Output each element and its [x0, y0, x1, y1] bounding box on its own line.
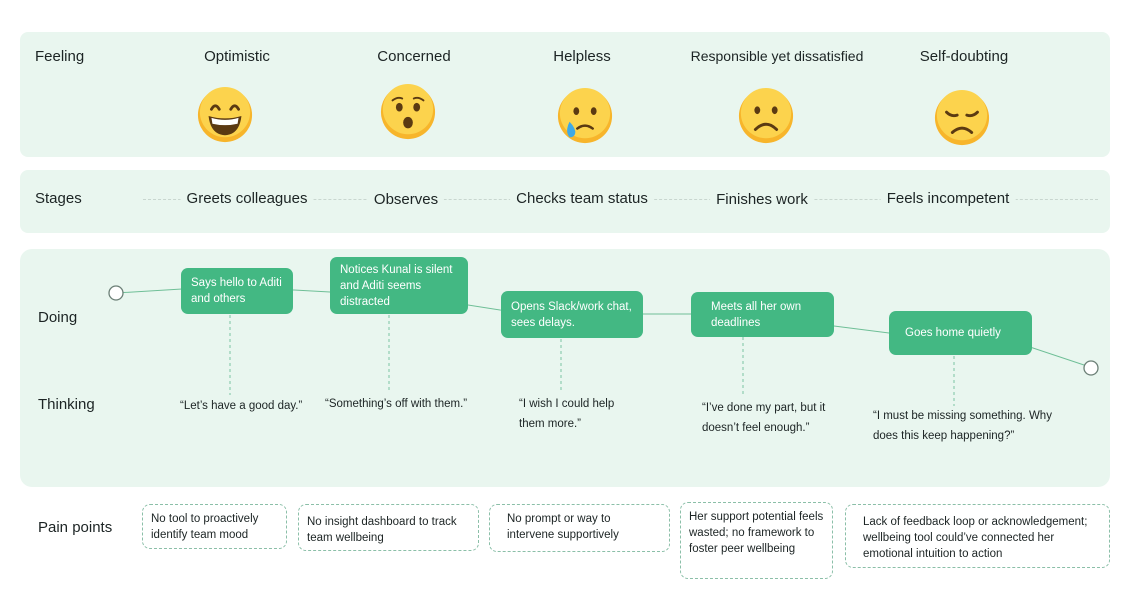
- pain-points-row-label: Pain points: [38, 519, 113, 536]
- pain-point-card-2: No insight dashboard to track team wellb…: [298, 504, 479, 551]
- doing-card-2: Notices Kunal is silent and Aditi seems …: [330, 257, 468, 314]
- stage-label-5: Feels incompetent: [880, 190, 1016, 207]
- pain-point-text-3: No prompt or way to intervene supportive…: [507, 513, 619, 541]
- feeling-label-4: Responsible yet dissatisfied: [690, 48, 864, 64]
- stages-row-label: Stages: [35, 190, 82, 207]
- stage-label-4: Finishes work: [710, 191, 814, 208]
- feeling-band: [20, 32, 1110, 157]
- feeling-row-label: Feeling: [35, 48, 85, 65]
- doing-text-5: Goes home quietly: [905, 327, 1001, 339]
- pain-point-card-5: Lack of feedback loop or acknowledgement…: [845, 504, 1110, 568]
- feeling-label-3: Helpless: [553, 48, 611, 65]
- thinking-quote-2: “Something’s off with them.”: [325, 398, 468, 410]
- doing-card-3: Opens Slack/work chat, sees delays.: [501, 291, 643, 338]
- crying-face-icon: [557, 87, 613, 144]
- pain-point-card-3: No prompt or way to intervene supportive…: [489, 504, 670, 552]
- stage-label-1: Greets colleagues: [180, 190, 314, 207]
- feeling-label-2: Concerned: [377, 48, 451, 65]
- stage-label-3: Checks team status: [510, 190, 654, 207]
- doing-card-4: Meets all her own deadlines: [691, 292, 834, 337]
- thinking-row-label: Thinking: [38, 396, 95, 413]
- pain-point-card-1: No tool to proactively identify team moo…: [142, 504, 287, 549]
- thinking-quote-1: “Let’s have a good day.”: [180, 400, 303, 412]
- thinking-quote-5: “I must be missing something. Why does t…: [873, 410, 1052, 442]
- feeling-label-5: Self-doubting: [919, 48, 1009, 65]
- thinking-quote-4: “I’ve done my part, but it doesn’t feel …: [702, 402, 826, 434]
- pain-point-text-4: Her support potential feels wasted; no f…: [689, 511, 824, 555]
- doing-text-3: Opens Slack/work chat, sees delays.: [511, 300, 632, 329]
- doing-text-1: Says hello to Aditi and others: [191, 277, 282, 305]
- disappointed-face-icon: [934, 89, 990, 146]
- thinking-quote-3: “I wish I could help them more.”: [519, 398, 615, 430]
- hushed-face-icon: [380, 83, 436, 140]
- doing-row-label: Doing: [38, 309, 78, 326]
- doing-text-4: Meets all her own deadlines: [711, 300, 802, 329]
- doing-text-2: Notices Kunal is silent and Aditi seems …: [340, 263, 453, 308]
- pain-point-text-2: No insight dashboard to track team wellb…: [307, 516, 457, 544]
- doing-card-1: Says hello to Aditi and others: [181, 268, 293, 314]
- journey-start-node: [108, 285, 124, 301]
- doing-card-5: Goes home quietly: [889, 311, 1032, 355]
- frowning-face-icon: [738, 87, 794, 144]
- pain-point-card-4: Her support potential feels wasted; no f…: [680, 502, 833, 579]
- pain-point-text-1: No tool to proactively identify team moo…: [151, 513, 259, 541]
- pain-point-text-5: Lack of feedback loop or acknowledgement…: [863, 516, 1088, 560]
- feeling-label-1: Optimistic: [204, 48, 270, 65]
- journey-end-node: [1083, 360, 1099, 376]
- stage-label-2: Observes: [367, 191, 445, 208]
- grinning-face-icon: [197, 86, 253, 143]
